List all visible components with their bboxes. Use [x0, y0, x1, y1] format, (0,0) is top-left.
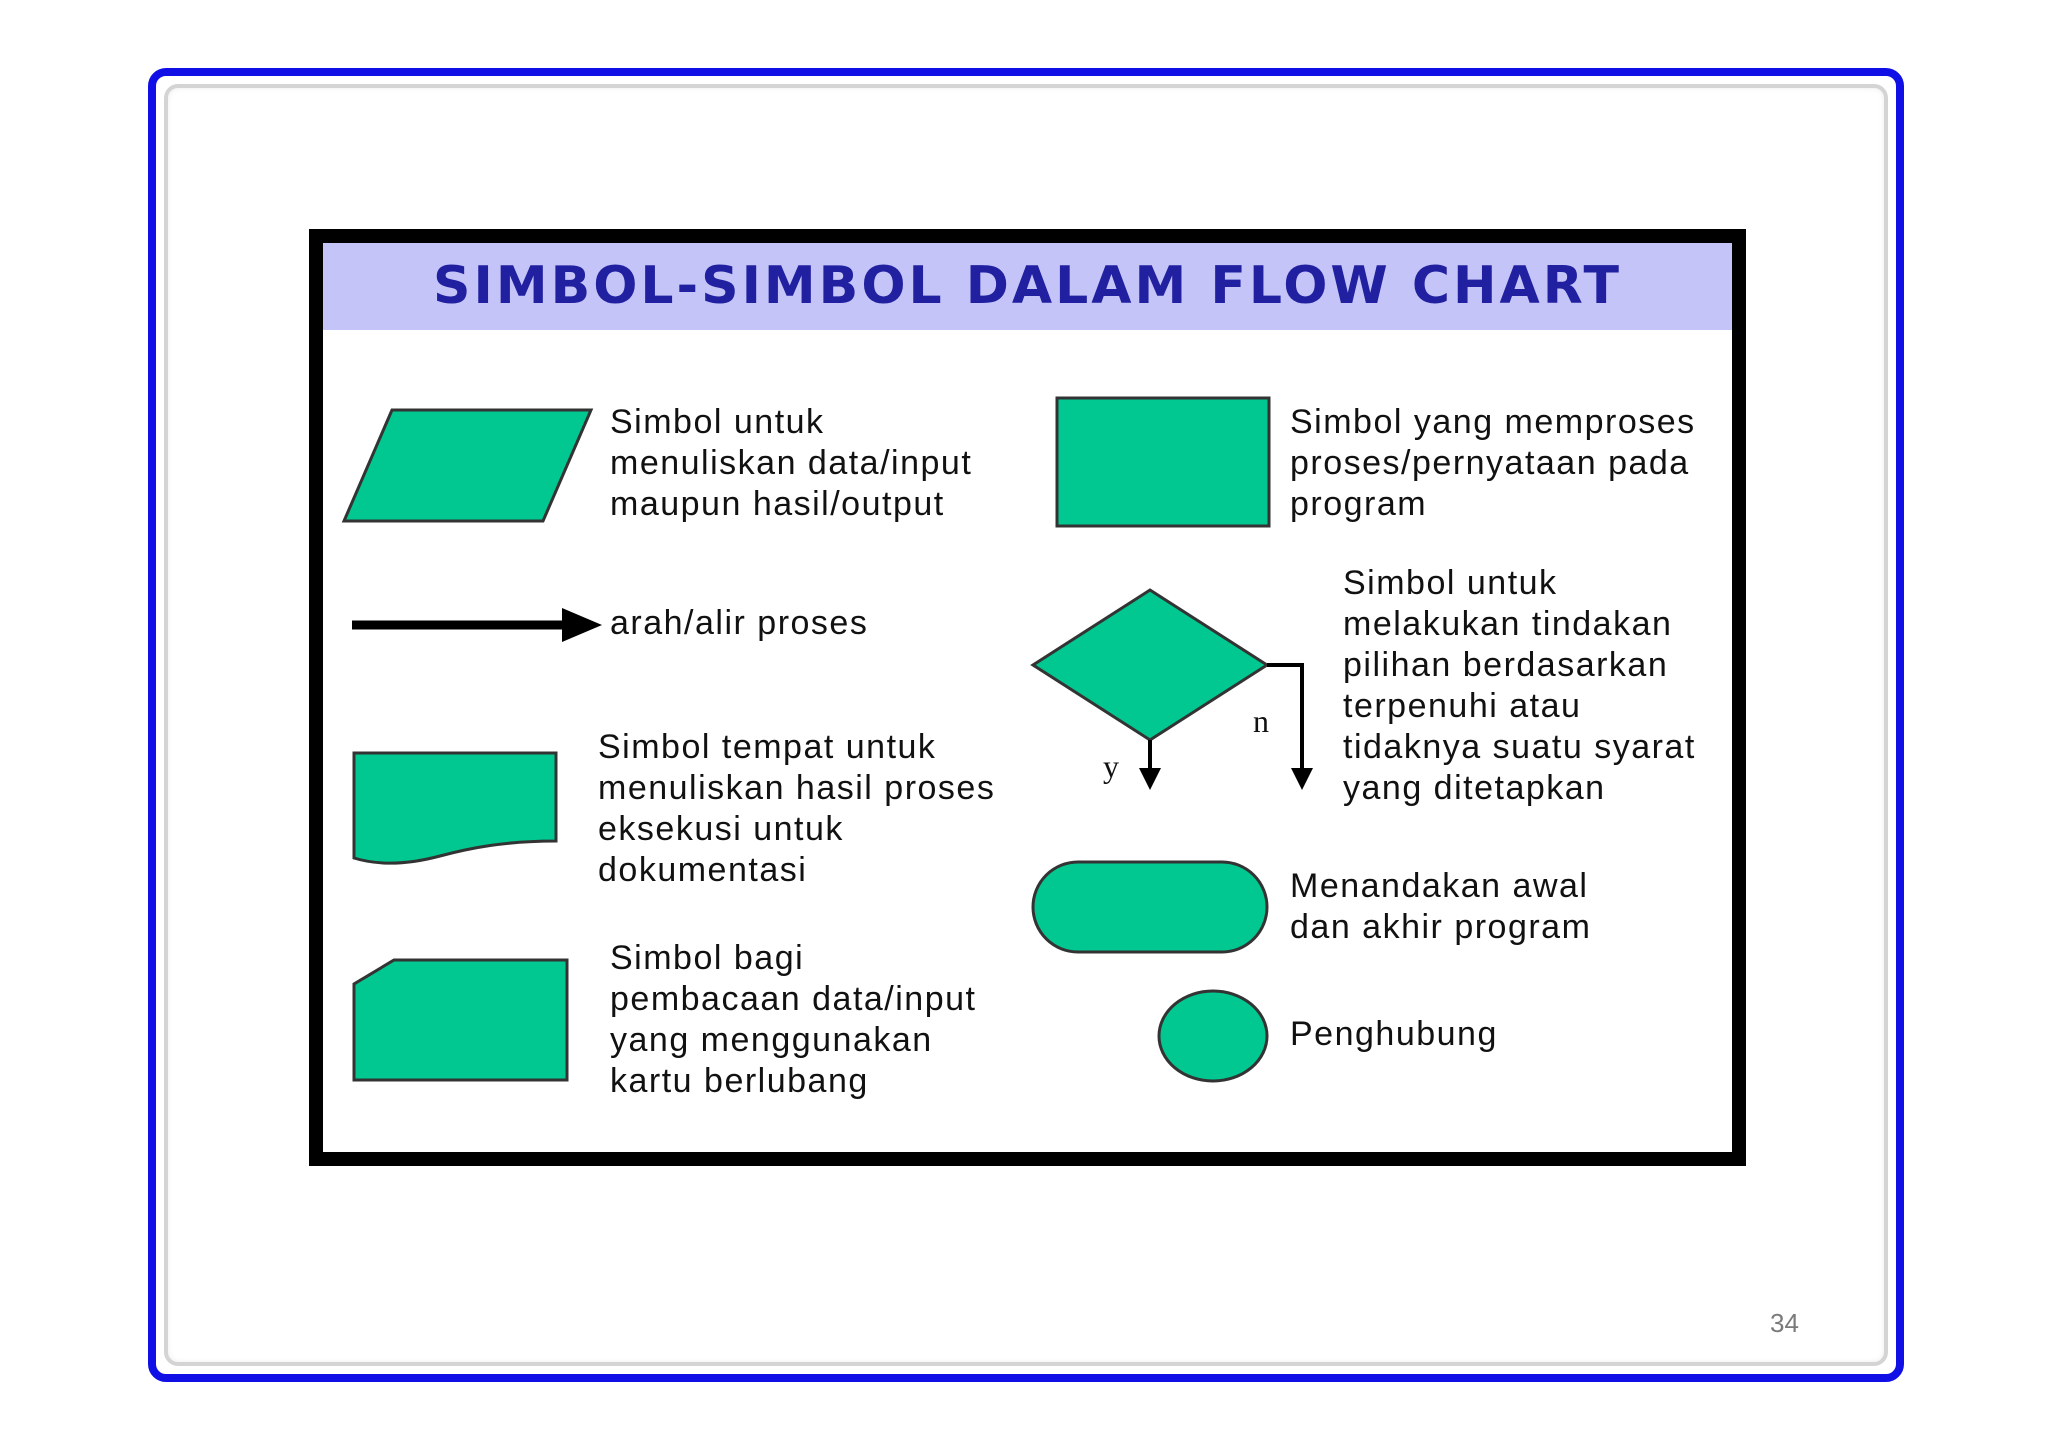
punched-card-line: yang menggunakan [610, 1021, 933, 1059]
punched-card-description: Simbol bagi pembacaan data/input yang me… [610, 938, 976, 1102]
flow-arrow-description: arah/alir proses [610, 603, 868, 644]
document-line: Simbol tempat untuk [598, 728, 937, 766]
decision-description: Simbol untuk melakukan tindakan pilihan … [1343, 563, 1696, 809]
input-output-parallelogram [341, 408, 594, 523]
document-symbol [352, 751, 558, 865]
document-line: menuliskan hasil proses [598, 769, 996, 807]
decision-line: pilihan berdasarkan [1343, 646, 1669, 684]
connector-circle [1157, 989, 1269, 1083]
decision-no-label: n [1253, 703, 1269, 739]
decision-line: terpenuhi atau [1343, 687, 1582, 725]
flow-arrow-symbol [352, 608, 602, 642]
punched-card-line: pembacaan data/input [610, 980, 977, 1018]
figure-title: SIMBOL-SIMBOL DALAM FLOW CHART [323, 243, 1732, 330]
process-rectangle [1055, 396, 1271, 528]
terminator-description: Menandakan awal dan akhir program [1290, 866, 1591, 948]
document-line: dokumentasi [598, 851, 808, 889]
decision-line: melakukan tindakan [1343, 605, 1673, 643]
process-line: proses/pernyataan pada [1290, 444, 1690, 482]
terminator-line: dan akhir program [1290, 908, 1592, 946]
decision-yes-arrow [1139, 740, 1161, 790]
decision-line: tidaknya suatu syarat [1343, 728, 1696, 766]
input-output-description: Simbol untuk menuliskan data/input maupu… [610, 402, 972, 525]
process-line: Simbol yang memproses [1290, 403, 1696, 441]
input-output-line: menuliskan data/input [610, 444, 973, 482]
process-description: Simbol yang memproses proses/pernyataan … [1290, 402, 1696, 525]
decision-yes-label: y [1103, 748, 1119, 784]
connector-description: Penghubung [1290, 1014, 1498, 1055]
decision-line: yang ditetapkan [1343, 769, 1606, 807]
punched-card-line: kartu berlubang [610, 1062, 869, 1100]
flowchart-symbols-figure: SIMBOL-SIMBOL DALAM FLOW CHART [309, 229, 1746, 1166]
connector-line: Penghubung [1290, 1015, 1498, 1053]
terminator-line: Menandakan awal [1290, 867, 1589, 905]
input-output-line: Simbol untuk [610, 403, 825, 441]
decision-line: Simbol untuk [1343, 564, 1558, 602]
decision-diamond [1030, 588, 1270, 742]
terminator-symbol [1031, 860, 1269, 954]
flow-arrow-line: arah/alir proses [610, 604, 869, 642]
input-output-line: maupun hasil/output [610, 485, 945, 523]
decision-no-arrow [1267, 663, 1313, 790]
document-line: eksekusi untuk [598, 810, 844, 848]
process-line: program [1290, 485, 1428, 523]
punched-card-line: Simbol bagi [610, 939, 805, 977]
page-number: 34 [1770, 1308, 1799, 1338]
document-description: Simbol tempat untuk menuliskan hasil pro… [598, 727, 995, 891]
punched-card-symbol [352, 958, 569, 1082]
